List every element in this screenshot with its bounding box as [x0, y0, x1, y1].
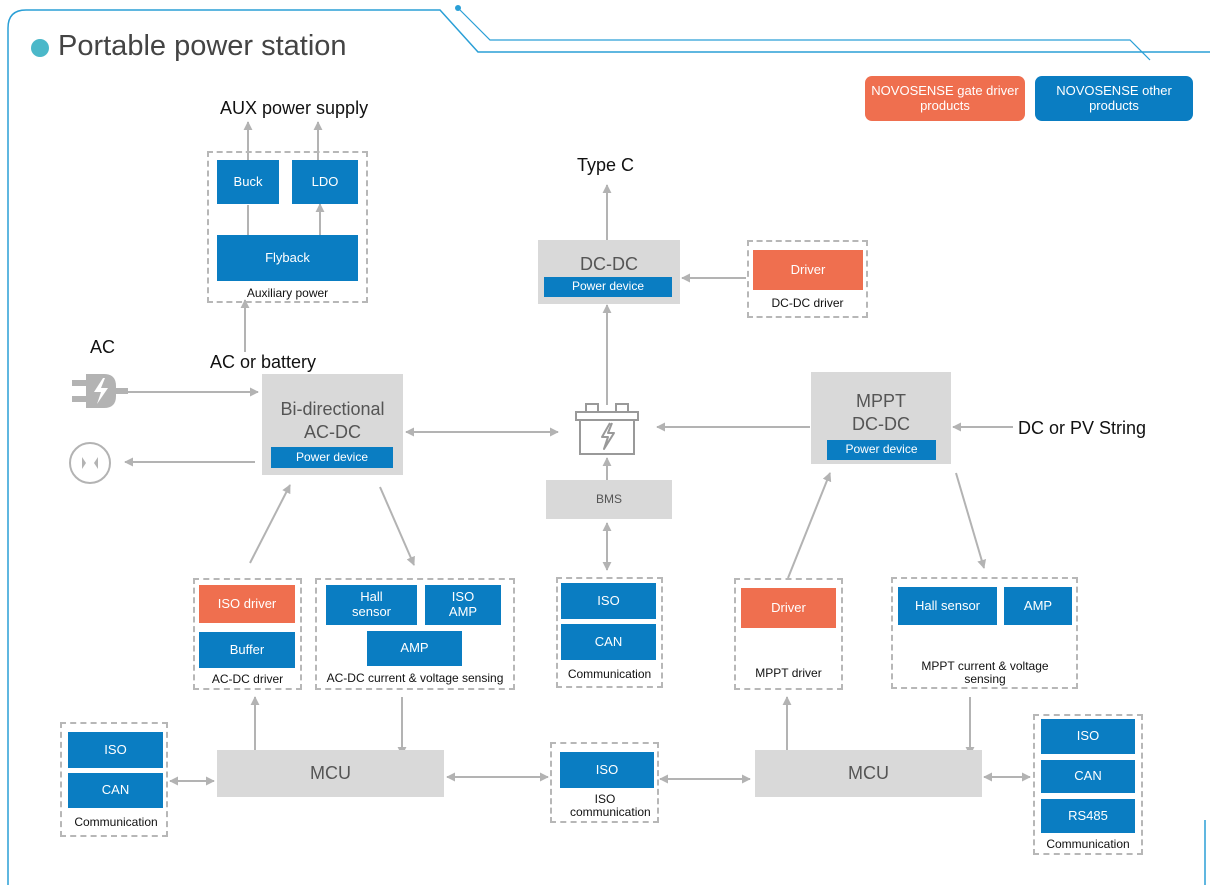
bms-iso-block: ISO [561, 583, 656, 619]
mppt-sensing-caption: MPPT current & voltage sensing [921, 659, 1049, 687]
mppt-driver-block: Driver [741, 588, 836, 628]
hall-sensor-label: Hall sensor [351, 589, 392, 619]
iso-comm-iso-block: ISO [560, 752, 654, 788]
acdc-driver-group [193, 578, 302, 690]
right-can-block: CAN [1041, 760, 1135, 793]
acdc-driver-caption: AC-DC driver [211, 672, 284, 686]
left-communication-caption: Communication [74, 815, 158, 829]
left-iso-block: ISO [68, 732, 163, 768]
dcdc-power-device: Power device [544, 277, 672, 297]
left-can-block: CAN [68, 773, 163, 808]
dcdc-driver-caption: DC-DC driver [771, 296, 844, 310]
acdc-power-device: Power device [271, 447, 393, 468]
ac-plug-icon [72, 374, 128, 408]
mppt-amp-block: AMP [1004, 587, 1072, 625]
aux-power-supply-label: AUX power supply [220, 98, 369, 118]
iso-amp-label: ISO AMP [448, 589, 478, 619]
ac-or-battery-label: AC or battery [210, 352, 317, 372]
mppt-power-device: Power device [827, 440, 936, 460]
iso-communication-group [550, 742, 659, 823]
page-title: Portable power station [58, 30, 347, 62]
legend-gate-driver: NOVOSENSE gate driver products [865, 76, 1025, 121]
iso-amp-block: ISO AMP [425, 585, 501, 625]
ac-label: AC [90, 337, 116, 357]
auxiliary-power-caption: Auxiliary power [246, 286, 329, 300]
legend-other-products: NOVOSENSE other products [1035, 76, 1193, 121]
flyback-block: Flyback [217, 235, 358, 281]
mcu-left-block: MCU [217, 750, 444, 797]
mppt-hall-sensor-block: Hall sensor [898, 587, 997, 625]
hall-sensor-block: Hall sensor [326, 585, 417, 625]
outlet-socket-icon [69, 442, 111, 484]
iso-driver-block: ISO driver [199, 585, 295, 623]
bms-communication-caption: Communication [567, 667, 652, 681]
mppt-title: MPPT DC-DC [852, 391, 910, 434]
acdc-title: Bi-directional AC-DC [280, 399, 385, 442]
title-bullet-icon [31, 39, 49, 57]
type-c-label: Type C [577, 155, 635, 175]
right-communication-group [1033, 714, 1143, 855]
dcdc-driver-group [747, 240, 868, 318]
amp-block: AMP [367, 631, 462, 666]
iso-communication-caption: ISO communication [570, 792, 651, 820]
buffer-block: Buffer [199, 632, 295, 668]
bms-block: BMS [546, 480, 672, 519]
right-iso-block: ISO [1041, 719, 1135, 754]
mcu-right-block: MCU [755, 750, 982, 797]
right-rs485-block: RS485 [1041, 799, 1135, 833]
dcdc-title: DC-DC [580, 254, 638, 274]
left-communication-group [60, 722, 168, 837]
bms-communication-group [556, 577, 663, 688]
auxiliary-power-group [207, 151, 368, 303]
ldo-block: LDO [292, 160, 358, 204]
acdc-sensing-group [315, 578, 515, 690]
battery-icon [575, 403, 639, 455]
dcdc-driver-block: Driver [753, 250, 863, 290]
buck-block: Buck [217, 160, 279, 204]
dc-or-pv-label: DC or PV String [1018, 418, 1147, 438]
mppt-driver-group [734, 578, 843, 690]
mppt-sensing-group [891, 577, 1078, 689]
right-communication-caption: Communication [1046, 837, 1130, 851]
mppt-driver-caption: MPPT driver [755, 666, 822, 680]
bms-can-block: CAN [561, 624, 656, 660]
acdc-sensing-caption: AC-DC current & voltage sensing [326, 671, 504, 685]
